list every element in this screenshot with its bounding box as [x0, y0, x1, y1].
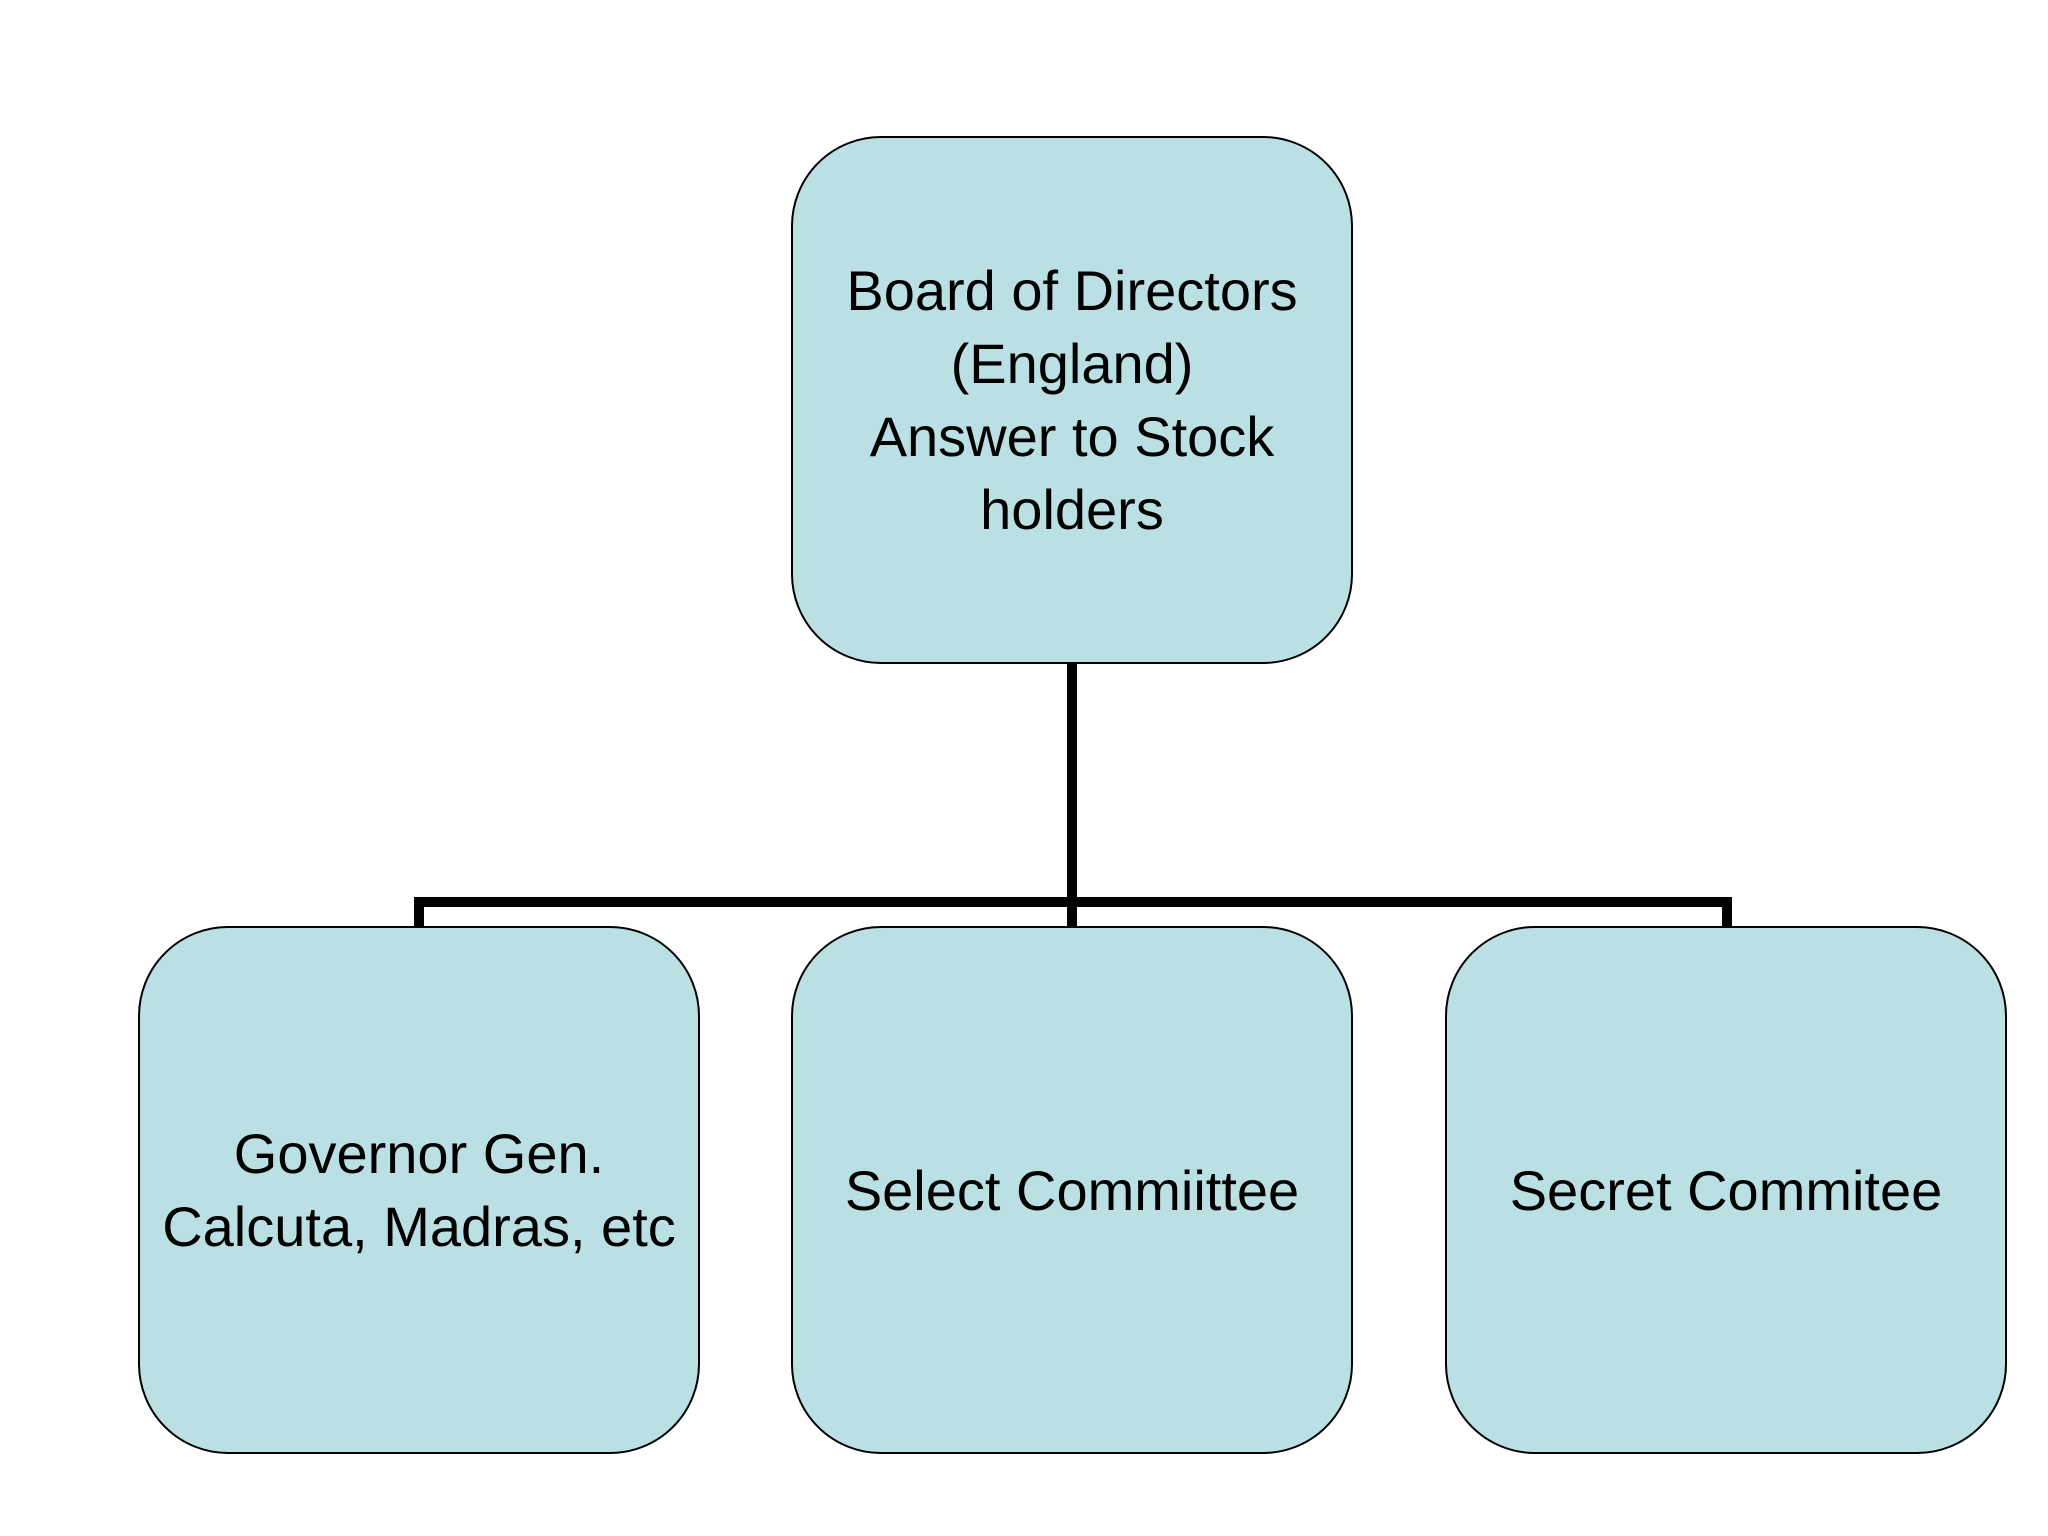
governor-general-node: Governor Gen. Calcuta, Madras, etc: [138, 926, 700, 1454]
governor-general-label: Governor Gen. Calcuta, Madras, etc: [162, 1122, 676, 1258]
board-of-directors-node: Board of Directors (England) Answer to S…: [791, 136, 1353, 664]
select-committee-label: Select Commiittee: [844, 1158, 1300, 1222]
secret-committee-node: Secret Commitee: [1445, 926, 2007, 1454]
secret-committee-label: Secret Commitee: [1509, 1158, 1943, 1222]
board-of-directors-label: Board of Directors (England) Answer to S…: [846, 259, 1298, 541]
select-committee-node: Select Commiittee: [791, 926, 1353, 1454]
